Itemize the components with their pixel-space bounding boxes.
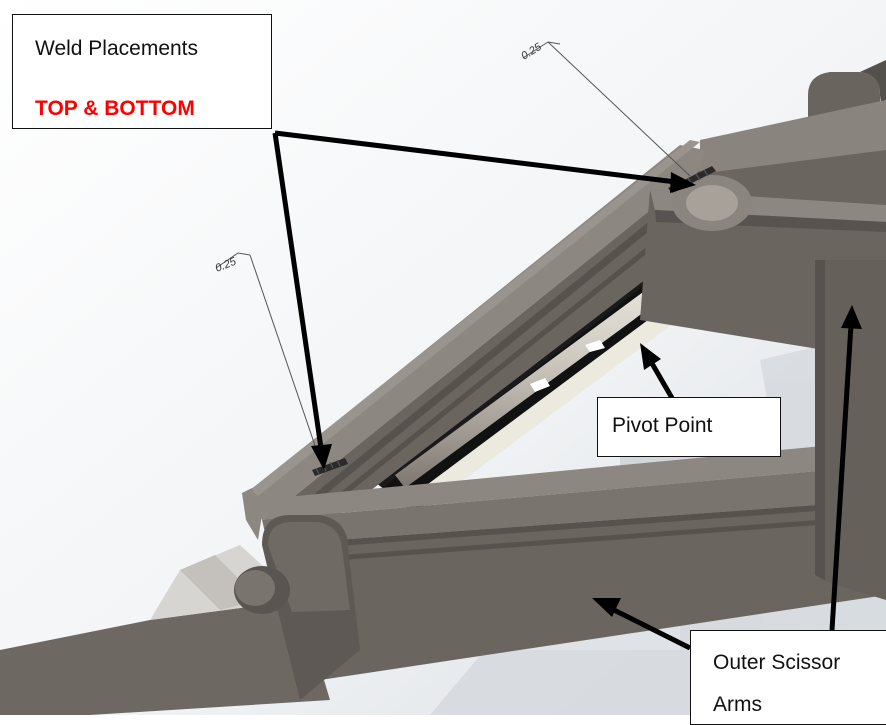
outer-scissor-arms-callout: Outer Scissor Arms xyxy=(690,630,886,725)
outer-scissor-arms-line1: Outer Scissor xyxy=(713,651,841,674)
weld-placements-title: Weld Placements xyxy=(35,37,199,60)
dimension-leader-top xyxy=(522,41,691,177)
arrow-pivot xyxy=(640,343,675,400)
arrow-weld-top xyxy=(274,130,696,193)
front-pivot-bracket xyxy=(234,515,360,700)
pivot-point-label: Pivot Point xyxy=(612,414,713,437)
arrow-weld-left xyxy=(272,132,332,470)
bottom-outer-arm xyxy=(255,440,886,680)
weld-placements-callout: Weld Placements TOP & BOTTOM xyxy=(12,14,272,129)
dimension-leader-left xyxy=(215,252,323,467)
outer-scissor-arms-line2: Arms xyxy=(713,693,762,716)
pivot-point-callout: Pivot Point xyxy=(597,397,781,457)
arrow-arms-bottom xyxy=(592,598,692,651)
right-vertical-arm xyxy=(815,260,886,600)
left-end-plate xyxy=(242,488,262,540)
weld-placements-subtitle: TOP & BOTTOM xyxy=(35,97,195,120)
arrow-arms-right xyxy=(829,305,862,631)
diagonal-arm xyxy=(245,140,710,560)
